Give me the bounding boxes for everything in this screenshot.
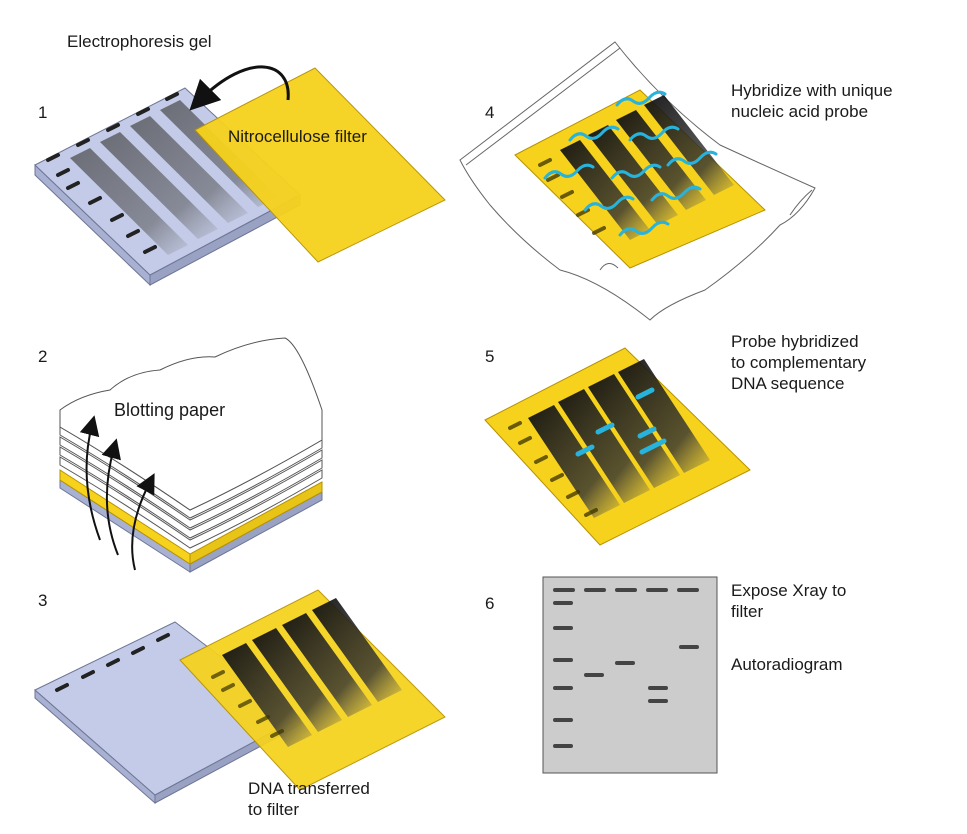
panel-6 (542, 576, 718, 774)
dna-transferred-label: DNA transferred to filter (248, 778, 370, 820)
hybridize-line-2: nucleic acid probe (731, 102, 869, 121)
expose-xray-line-1: Expose Xray to (731, 581, 847, 600)
autoradiogram-label: Autoradiogram (731, 655, 843, 674)
hybridize-label: Hybridize with unique nucleic acid probe (731, 80, 893, 122)
probe-hybridized-line-1: Probe hybridized (731, 332, 859, 351)
nitrocellulose-filter (194, 67, 446, 263)
dna-transferred-line-2: to filter (248, 800, 300, 819)
probe-squiggles (543, 90, 718, 237)
step-1-number: 1 (38, 103, 48, 122)
hybridization-filter (514, 89, 766, 269)
xray-film (542, 576, 718, 774)
step-5-number: 5 (485, 347, 495, 366)
expose-xray-label: Expose Xray to filter (731, 580, 846, 622)
step-4-number: 4 (485, 103, 495, 122)
hybridization-bag (459, 41, 816, 321)
probe-bands (575, 387, 667, 457)
dna-transferred-line-1: DNA transferred (248, 779, 370, 798)
curved-arrow-icon (189, 65, 290, 111)
step-6-number: 6 (485, 594, 495, 613)
probe-hybridized-line-2: to complementary (731, 353, 867, 372)
panel-1 (34, 65, 446, 287)
blotting-paper-label: Blotting paper (114, 400, 226, 420)
electrophoresis-gel-label: Electrophoresis gel (67, 32, 212, 51)
autoradiogram-bands (553, 588, 699, 748)
probe-hybridized-label: Probe hybridized to complementary DNA se… (731, 331, 866, 394)
expose-xray-line-2: filter (731, 602, 764, 621)
hybridize-line-1: Hybridize with unique (731, 81, 893, 100)
nitrocellulose-filter-label: Nitrocellulose filter (228, 127, 367, 146)
filter-with-dna (179, 589, 446, 791)
probe-hybridized-line-3: DNA sequence (731, 374, 845, 393)
panel-5 (484, 347, 751, 546)
step-3-number: 3 (38, 591, 48, 610)
panel-3 (34, 589, 446, 805)
panel-2 (59, 337, 323, 573)
upward-arrow-icon (79, 415, 155, 571)
panel-4 (459, 41, 816, 321)
step-2-number: 2 (38, 347, 48, 366)
